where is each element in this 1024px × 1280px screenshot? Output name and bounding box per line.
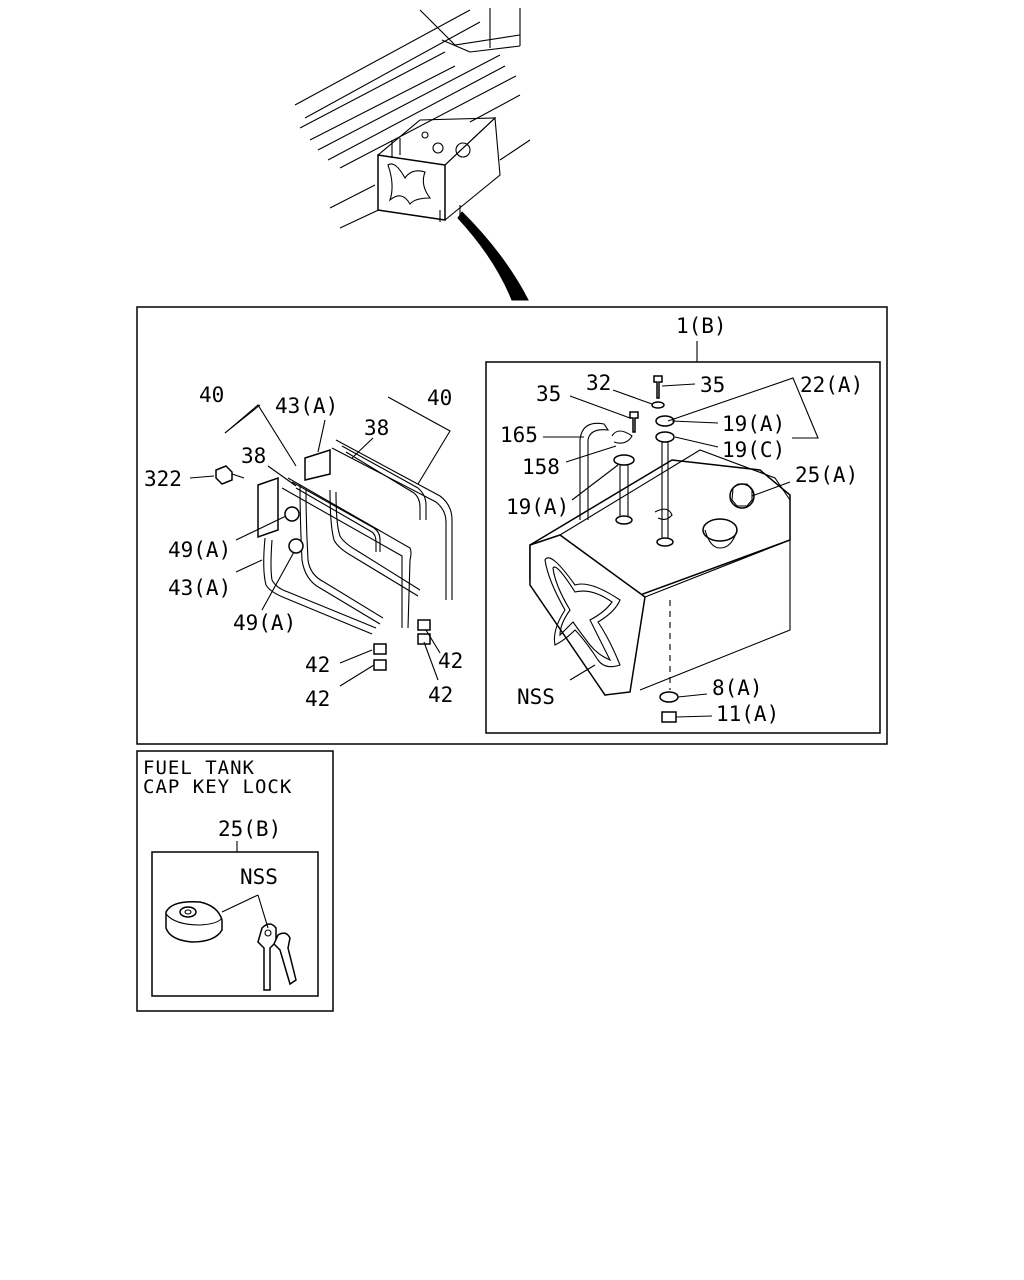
label-bracket-43a-bottom: 43(A) xyxy=(168,576,231,600)
inset-title-line1: FUEL TANK xyxy=(143,757,255,779)
inset-frame xyxy=(136,750,334,1012)
label-nut-42-c: 42 xyxy=(305,687,330,711)
tank-assembly-group: 1(B) 32 35 35 22(A) 165 19(A) 19(C) 158 … xyxy=(485,314,881,734)
label-key-nss: NSS xyxy=(240,865,278,889)
inset-title-line2: CAP KEY LOCK xyxy=(143,776,292,798)
label-nut-42-a: 42 xyxy=(305,653,330,677)
label-cap-25a: 25(A) xyxy=(795,463,858,487)
label-bolt-side: 35 xyxy=(536,382,561,406)
label-rubber-38-right: 38 xyxy=(364,416,389,440)
main-diagram-frame xyxy=(136,306,888,745)
cap-key-lock-inset: FUEL TANK CAP KEY LOCK 25(B) NSS xyxy=(136,750,334,1012)
label-washer-32: 32 xyxy=(586,371,611,395)
label-nut-42-d: 42 xyxy=(428,683,453,707)
tank-leader-lines xyxy=(543,377,819,718)
label-nut-49a-lower: 49(A) xyxy=(233,611,296,635)
vehicle-frame-overview xyxy=(294,8,531,301)
fuel-cap-icon xyxy=(165,900,223,943)
inset-parts-frame xyxy=(151,851,319,997)
label-tank-assembly: 1(B) xyxy=(676,314,727,338)
fuel-tank-body xyxy=(529,422,791,696)
label-clip-158: 158 xyxy=(522,455,560,479)
label-cap-25b: 25(B) xyxy=(218,817,281,841)
label-packing-8a: 8(A) xyxy=(712,676,763,700)
label-bracket-43a-top: 43(A) xyxy=(275,394,338,418)
label-band-40-right: 40 xyxy=(427,386,452,410)
label-hose-165: 165 xyxy=(500,423,538,447)
tank-bands-group: 40 40 43(A) 38 38 322 49(A) 43(A) 49(A) … xyxy=(144,383,463,711)
label-bolt-322: 322 xyxy=(144,467,182,491)
label-gasket-19a-right: 19(A) xyxy=(722,412,785,436)
label-rubber-38-left: 38 xyxy=(241,444,266,468)
label-band-40-left: 40 xyxy=(199,383,224,407)
label-gasket-19c: 19(C) xyxy=(722,438,785,462)
keys-icon xyxy=(257,923,297,991)
label-gasket-19a-left: 19(A) xyxy=(506,495,569,519)
label-nut-49a-upper: 49(A) xyxy=(168,538,231,562)
pointer-arrow xyxy=(457,211,529,301)
tank-assembly-frame xyxy=(485,361,881,734)
label-bolt-top: 35 xyxy=(700,373,725,397)
label-nut-42-b: 42 xyxy=(438,649,463,673)
label-packing-22a: 22(A) xyxy=(800,373,863,397)
label-plug-11a: 11(A) xyxy=(716,702,779,726)
label-tank-nss: NSS xyxy=(517,685,555,709)
